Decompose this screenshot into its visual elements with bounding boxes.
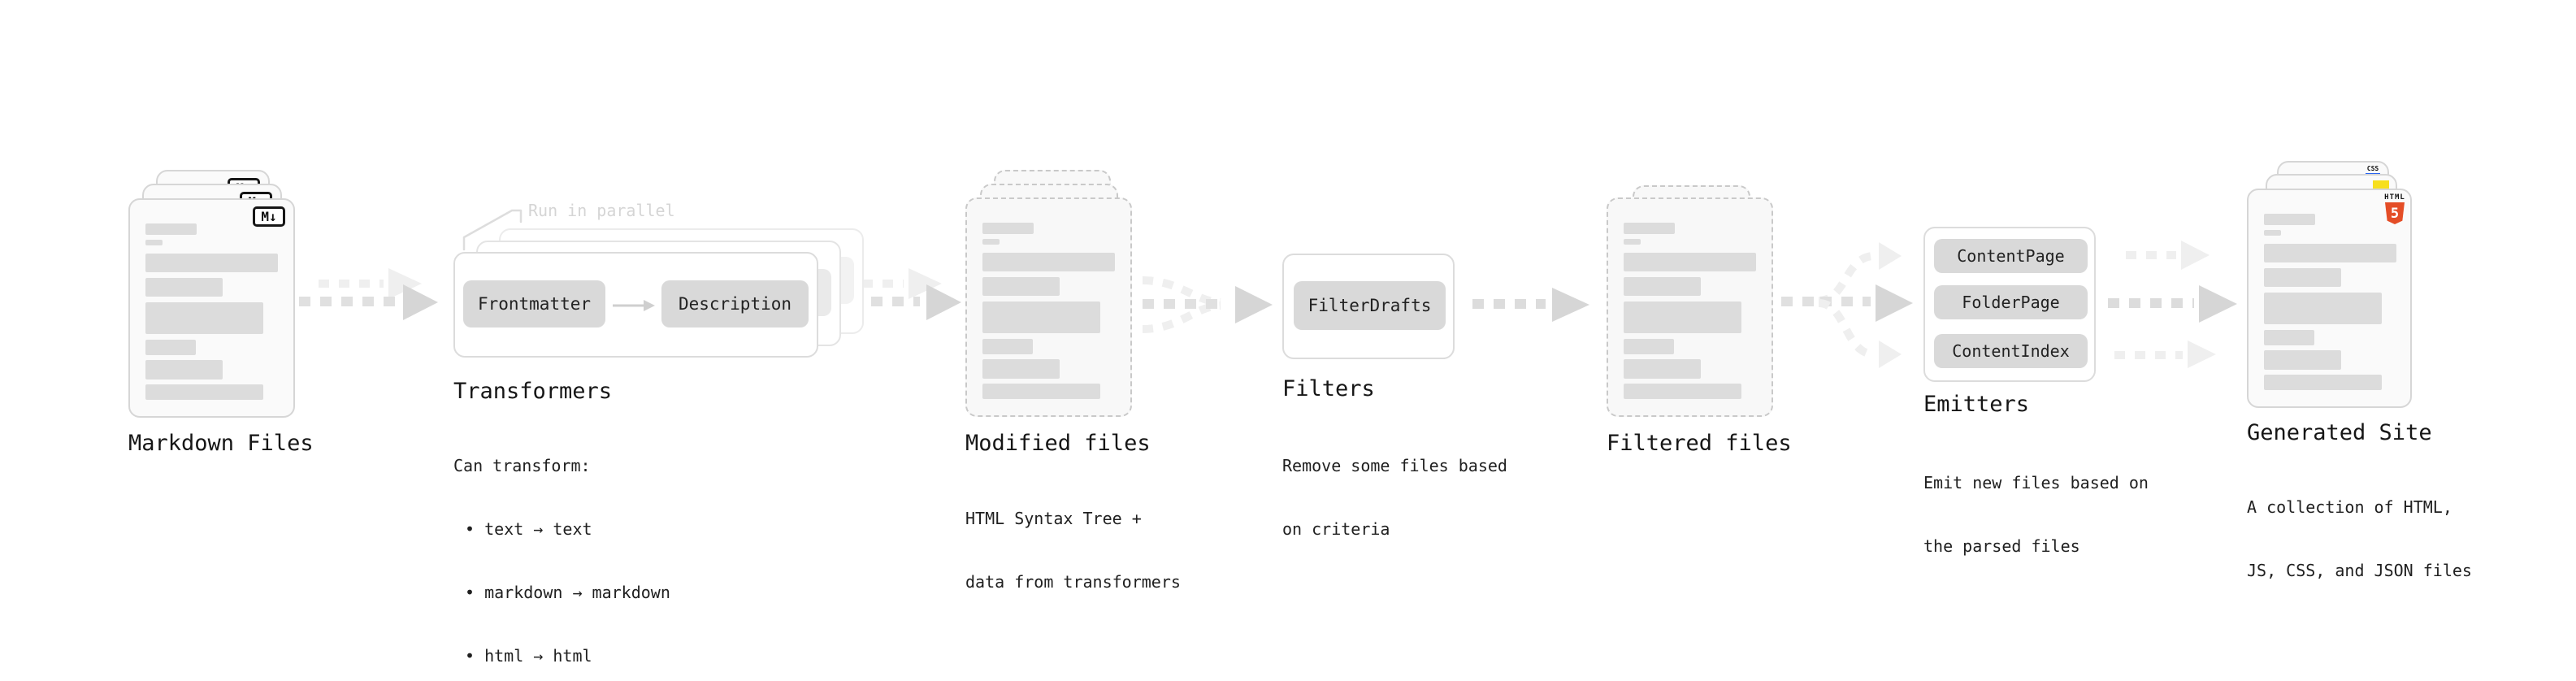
placeholder-bar	[2264, 293, 2382, 324]
stage-description: A collection of HTML, JS, CSS, and JSON …	[2247, 454, 2472, 623]
document-card-dashed	[1607, 197, 1773, 417]
document-card: M↓	[128, 198, 295, 418]
placeholder-bar	[982, 239, 1000, 245]
placeholder-bar	[145, 240, 163, 245]
placeholder-bar	[145, 384, 263, 400]
desc-line: the parsed files	[1923, 536, 2080, 556]
placeholder-bar	[2264, 375, 2382, 390]
js-icon	[2373, 180, 2389, 189]
stage-title: Filtered files	[1607, 431, 1792, 456]
emitters-box: ContentPage FolderPage ContentIndex	[1923, 227, 2096, 382]
placeholder-bar	[2264, 214, 2315, 225]
arrow-markdown-to-transformers	[299, 268, 438, 320]
placeholder-bar	[1624, 277, 1701, 296]
placeholder-bar	[982, 277, 1060, 296]
desc-line: A collection of HTML,	[2247, 497, 2452, 517]
markdown-icon: M↓	[253, 206, 285, 227]
filters-box: FilterDrafts	[1282, 254, 1455, 359]
placeholder-bar	[2264, 268, 2341, 287]
placeholder-bar	[982, 384, 1100, 399]
document-card: HTML 5	[2247, 189, 2412, 408]
placeholder-bar	[145, 254, 278, 272]
stage-title: Filters	[1282, 376, 1375, 401]
placeholder-bar	[1624, 239, 1641, 245]
placeholder-bar	[982, 253, 1115, 271]
placeholder-bar	[982, 359, 1060, 379]
transformer-box: Frontmatter Description	[453, 252, 818, 358]
stage-description: HTML Syntax Tree + data from transformer…	[965, 466, 1181, 635]
placeholder-bar	[1624, 384, 1741, 399]
placeholder-bar	[145, 340, 196, 355]
transformer-pill-frontmatter: Frontmatter	[463, 280, 605, 327]
placeholder-bar	[145, 223, 197, 235]
emitter-pill-folderpage: FolderPage	[1934, 285, 2088, 319]
placeholder-bar	[2264, 244, 2396, 262]
desc-bullet: • markdown → markdown	[465, 583, 670, 602]
emitter-pill-contentindex: ContentIndex	[1934, 334, 2088, 368]
desc-bullet: • html → html	[465, 646, 592, 666]
placeholder-bar	[1624, 301, 1741, 333]
placeholder-bar	[2264, 350, 2341, 370]
stage-title: Generated Site	[2247, 420, 2432, 445]
placeholder-bar	[2264, 230, 2281, 236]
stage-title: Transformers	[453, 379, 613, 404]
desc-line: Emit new files based on	[1923, 473, 2149, 492]
placeholder-bar	[1624, 339, 1674, 354]
stage-description: Can transform: • text → text • markdown …	[453, 413, 670, 681]
desc-line: HTML Syntax Tree +	[965, 509, 1142, 528]
arrow-filtered-to-emitters-split	[1781, 242, 1913, 368]
desc-line: on criteria	[1282, 519, 1390, 539]
placeholder-bar	[145, 278, 223, 297]
arrow-emitters-to-generated	[2108, 241, 2237, 368]
desc-heading: Can transform:	[453, 456, 591, 475]
filter-pill-filterdrafts: FilterDrafts	[1294, 281, 1446, 330]
html5-icon: HTML 5	[2384, 194, 2405, 224]
placeholder-bar	[1624, 223, 1675, 234]
desc-line: Remove some files based	[1282, 456, 1507, 475]
pill-arrow-icon	[613, 300, 655, 311]
stage-title: Emitters	[1923, 392, 2030, 417]
emitter-pill-contentpage: ContentPage	[1934, 239, 2088, 273]
run-in-parallel-note: Run in parallel	[528, 201, 675, 220]
document-card-dashed	[965, 197, 1132, 417]
desc-line: JS, CSS, and JSON files	[2247, 561, 2472, 580]
desc-line: data from transformers	[965, 572, 1181, 592]
placeholder-bar	[982, 301, 1100, 333]
desc-bullet: • text → text	[465, 519, 592, 539]
placeholder-bar	[145, 302, 263, 334]
placeholder-bar	[2264, 330, 2314, 345]
placeholder-bar	[1624, 253, 1756, 271]
stage-description: Emit new files based on the parsed files	[1923, 430, 2149, 599]
transformer-pill-description: Description	[661, 280, 809, 327]
arrow-filters-to-filtered	[1472, 288, 1589, 322]
arrow-modified-to-filters-merge	[1142, 276, 1273, 333]
placeholder-bar	[145, 360, 223, 380]
stage-title: Markdown Files	[128, 431, 314, 456]
placeholder-bar	[1624, 359, 1701, 379]
stage-title: Modified files	[965, 431, 1151, 456]
stage-description: Remove some files based on criteria	[1282, 413, 1507, 582]
placeholder-bar	[982, 339, 1033, 354]
placeholder-bar	[982, 223, 1034, 234]
